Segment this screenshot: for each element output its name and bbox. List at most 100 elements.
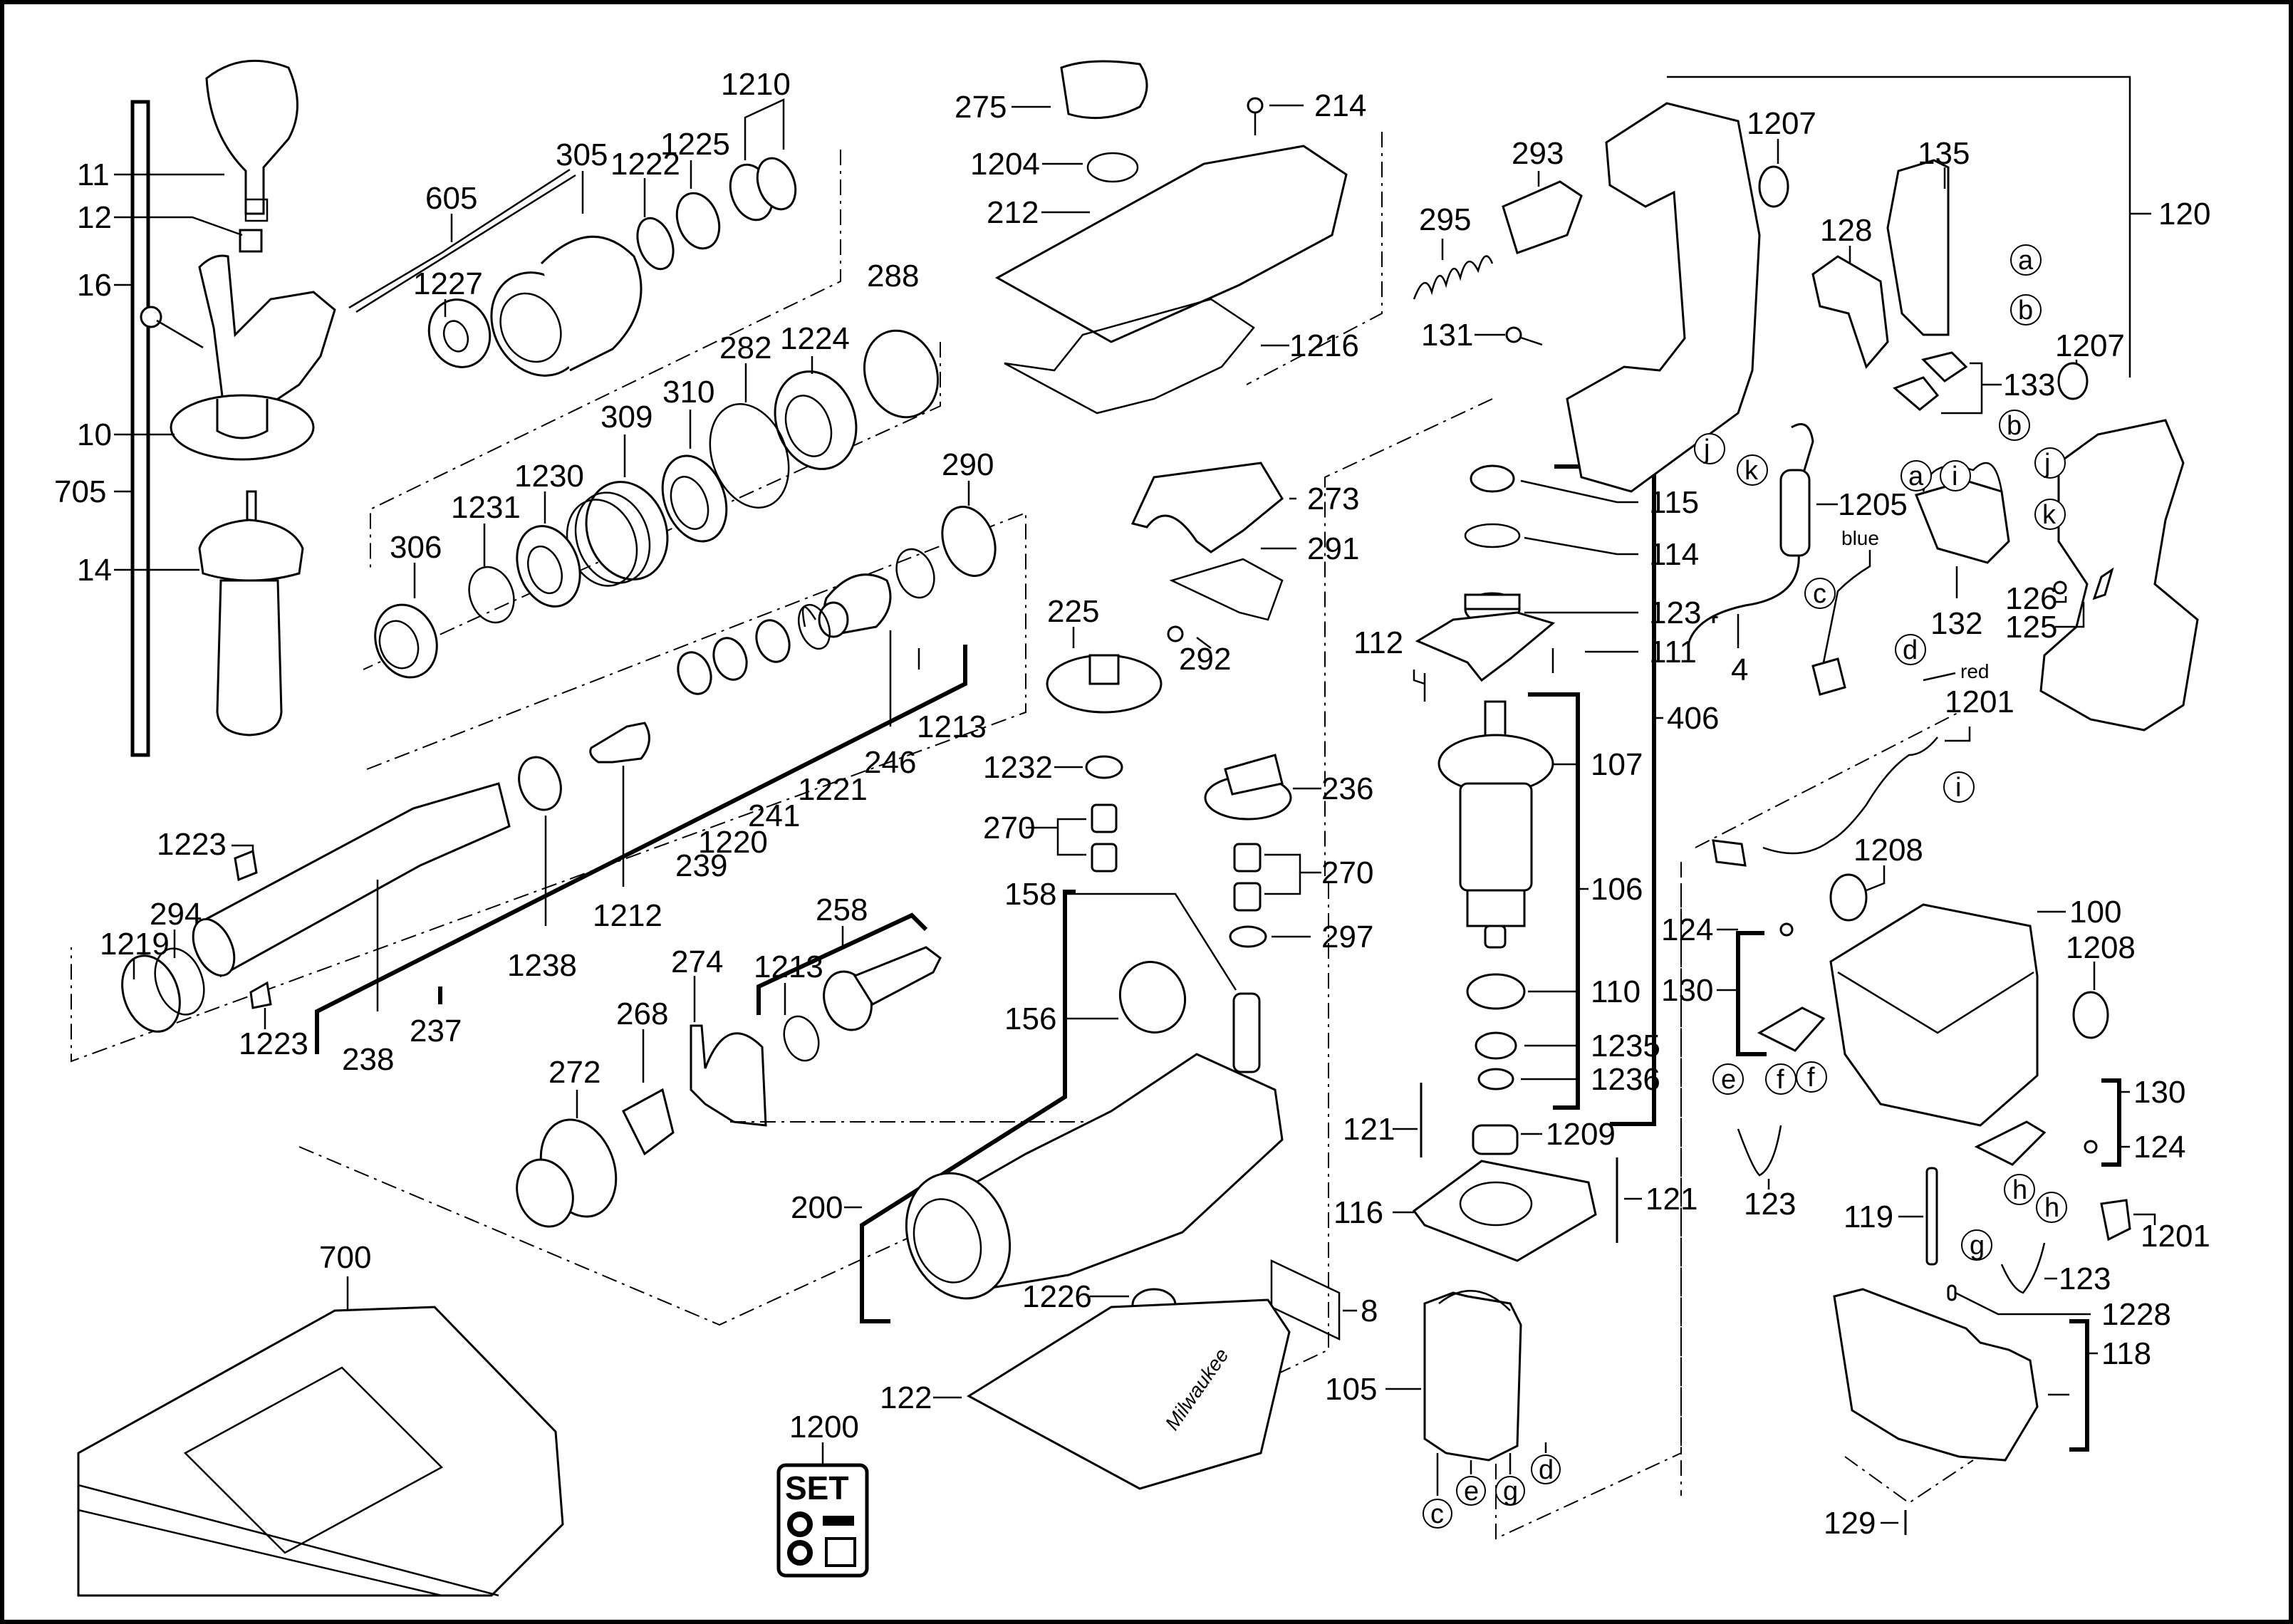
label-214: 214 bbox=[1314, 88, 1366, 123]
part-295-spring bbox=[1413, 255, 1494, 300]
part-258-piston-rod bbox=[823, 946, 942, 1031]
part-1207-damper-upper bbox=[1758, 165, 1789, 208]
marker-g-lead bbox=[1961, 1229, 1992, 1261]
part-1209-bearing-cup bbox=[1472, 1124, 1519, 1155]
part-225-gear bbox=[1046, 654, 1163, 714]
group-bracket-200 bbox=[860, 890, 1076, 1323]
bracket-120 bbox=[1667, 76, 2131, 378]
label-1225: 1225 bbox=[660, 127, 730, 162]
label-268: 268 bbox=[616, 996, 668, 1031]
part-1208-damper-a bbox=[1829, 873, 1868, 922]
label-275: 275 bbox=[955, 90, 1007, 125]
part-288-ring-holder bbox=[863, 329, 940, 419]
label-310: 310 bbox=[662, 375, 714, 410]
screw-icon bbox=[823, 1516, 854, 1526]
part-116-fan-baffle bbox=[1412, 1160, 1597, 1262]
label-305: 305 bbox=[556, 137, 608, 172]
label-129: 129 bbox=[1824, 1506, 1876, 1541]
marker-c-wire bbox=[1804, 578, 1836, 609]
label-258: 258 bbox=[816, 892, 868, 927]
label-246: 246 bbox=[864, 745, 916, 780]
part-135-switch-cover bbox=[1886, 159, 1950, 336]
label-1222: 1222 bbox=[610, 147, 680, 182]
part-107-armature bbox=[1437, 700, 1554, 949]
label-110: 110 bbox=[1591, 974, 1641, 1009]
part-1223-key-upper bbox=[234, 849, 258, 882]
label-1230: 1230 bbox=[514, 459, 584, 494]
wire-blue bbox=[1822, 550, 1871, 663]
label-130a: 130 bbox=[1661, 973, 1713, 1008]
label-124b: 124 bbox=[2133, 1130, 2185, 1165]
part-1201-brush-lead bbox=[1762, 736, 1938, 855]
part-123-lead-upper bbox=[1737, 1125, 1782, 1177]
label-14: 14 bbox=[77, 553, 112, 588]
label-115: 115 bbox=[1649, 485, 1699, 520]
marker-e-lead-text: e bbox=[1721, 1065, 1736, 1095]
label-106: 106 bbox=[1591, 872, 1643, 907]
label-270a: 270 bbox=[983, 811, 1035, 845]
part-8-nameplate bbox=[1270, 1259, 1341, 1341]
leader-1223a bbox=[232, 844, 254, 851]
leader-270a bbox=[1026, 818, 1086, 829]
marker-e-text: e bbox=[1464, 1477, 1479, 1506]
label-1216: 1216 bbox=[1289, 328, 1359, 363]
label-131: 131 bbox=[1421, 318, 1473, 353]
set-kit-badge: 1200 SET bbox=[776, 1410, 869, 1578]
label-282: 282 bbox=[719, 330, 771, 365]
part-1224-locking-sleeve bbox=[774, 370, 858, 470]
dash-cover bbox=[1246, 132, 1383, 385]
marker-f-lead bbox=[1765, 1063, 1797, 1095]
label-236: 236 bbox=[1321, 771, 1373, 806]
label-406: 406 bbox=[1667, 701, 1719, 736]
marker-f-lead-text: f bbox=[1777, 1065, 1784, 1095]
part-274-switch-plate bbox=[690, 1024, 767, 1127]
marker-d-wire-text: d bbox=[1903, 635, 1918, 665]
marker-a-top-text: a bbox=[2018, 246, 2034, 276]
part-605-rod bbox=[348, 168, 571, 309]
marker-c bbox=[1423, 1499, 1452, 1529]
bracket-118 bbox=[2069, 1319, 2089, 1452]
gears-column: 225 1232 270 236 270 297 158 156 bbox=[791, 594, 1378, 1490]
leader-292 bbox=[1196, 637, 1212, 649]
label-605: 605 bbox=[425, 181, 477, 216]
part-120-handle-half bbox=[1566, 102, 1761, 493]
dash-motor-top bbox=[1695, 712, 1960, 848]
part-100-motor-housing bbox=[1829, 903, 2039, 1127]
part-1216-gasket bbox=[1004, 298, 1255, 415]
o-ring-icon bbox=[787, 1511, 813, 1537]
label-132: 132 bbox=[1930, 606, 1982, 641]
leader-115 bbox=[1520, 479, 1638, 504]
marker-j-cord bbox=[1694, 433, 1725, 464]
label-133: 133 bbox=[2003, 368, 2055, 402]
part-1207-damper-lower bbox=[2057, 362, 2089, 400]
part-246-striker bbox=[818, 573, 892, 638]
group-bracket-258 bbox=[756, 912, 928, 1015]
label-225: 225 bbox=[1047, 594, 1099, 629]
dash-box-lower bbox=[71, 511, 1026, 1063]
label-130b: 130 bbox=[2133, 1075, 2185, 1110]
leader-270b bbox=[1264, 853, 1321, 874]
leader-1201b bbox=[2133, 1213, 2156, 1225]
marker-h-lead bbox=[2036, 1192, 2067, 1223]
part-272-bearing-sleeve bbox=[516, 1118, 618, 1228]
label-114: 114 bbox=[1649, 537, 1699, 572]
marker-g-lead-text: g bbox=[1970, 1231, 1985, 1261]
label-107: 107 bbox=[1591, 747, 1643, 782]
part-114-retaining-ring bbox=[1464, 523, 1521, 548]
part-292-screw bbox=[1167, 625, 1184, 642]
label-295: 295 bbox=[1419, 202, 1471, 237]
label-241: 241 bbox=[748, 798, 800, 833]
part-133-slide-a bbox=[1921, 351, 1968, 382]
part-282-spring-ring bbox=[709, 403, 790, 509]
part-128-trigger bbox=[1811, 255, 1889, 369]
part-133-slide-b bbox=[1893, 376, 1940, 411]
label-118: 118 bbox=[2101, 1336, 2151, 1371]
label-212: 212 bbox=[987, 195, 1039, 230]
label-1210: 1210 bbox=[721, 67, 791, 102]
part-115-washer bbox=[1470, 464, 1515, 493]
marker-g-text: g bbox=[1503, 1477, 1518, 1506]
leader-158 bbox=[1065, 892, 1237, 991]
marker-k-cord bbox=[1737, 454, 1768, 486]
marker-d-wire bbox=[1895, 634, 1926, 665]
bracket-130-124-right bbox=[2101, 1078, 2121, 1167]
